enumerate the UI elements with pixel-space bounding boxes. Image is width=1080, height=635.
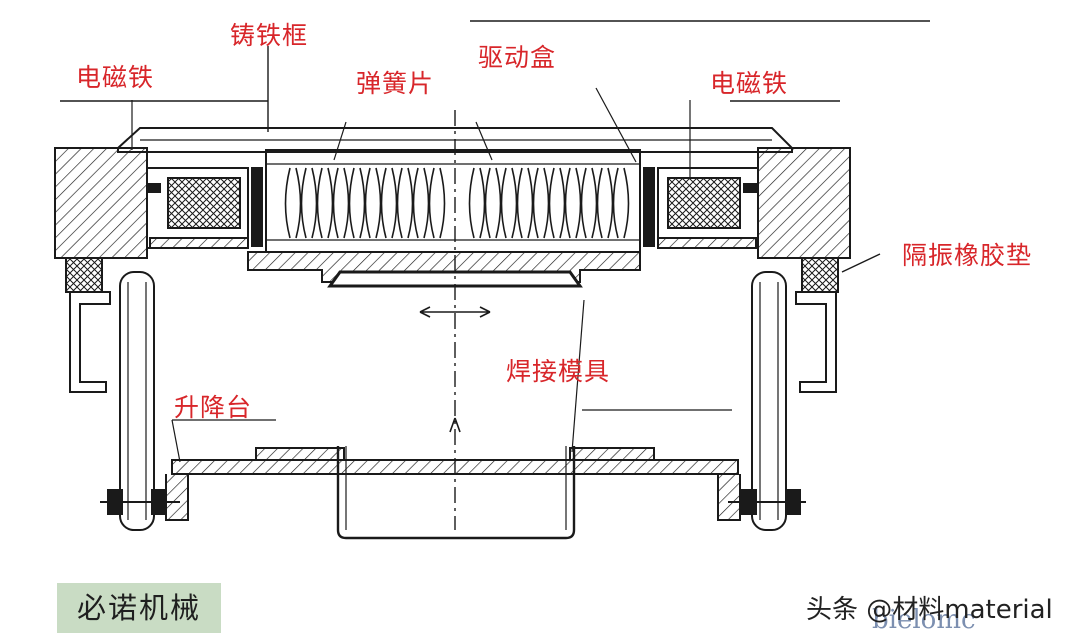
electromagnet-coil-right bbox=[667, 177, 741, 229]
bracket-left bbox=[69, 291, 111, 393]
label-spring-plate: 弹簧片 bbox=[356, 69, 435, 98]
spring-plates-right bbox=[468, 167, 630, 239]
brand-badge: 必诺机械 bbox=[57, 583, 221, 633]
guide-rod-right bbox=[751, 271, 787, 531]
frame-block-right bbox=[757, 147, 851, 259]
label-electromagnet-left: 电磁铁 bbox=[76, 63, 155, 92]
isolation-pad-right bbox=[801, 257, 839, 293]
welding-mold-lower bbox=[336, 446, 576, 540]
label-lifting-table: 升降台 bbox=[174, 393, 253, 422]
electromagnet-coil-left bbox=[167, 177, 241, 229]
label-welding-mold: 焊接模具 bbox=[506, 357, 611, 386]
watermark: 头条 @材料material bbox=[806, 595, 1053, 625]
label-cast-iron-frame: 铸铁框 bbox=[230, 21, 309, 50]
label-vibration-isolation-pad: 隔振橡胶垫 bbox=[902, 241, 1033, 270]
label-drive-box: 驱动盒 bbox=[478, 43, 557, 72]
bracket-right bbox=[795, 291, 837, 393]
watermark-secondary: bielomc bbox=[872, 605, 976, 635]
armature-right bbox=[643, 167, 655, 247]
horizontal-motion-arrow bbox=[419, 306, 491, 318]
isolation-pad-left bbox=[65, 257, 103, 293]
guide-rod-left bbox=[119, 271, 155, 531]
spring-plates-left bbox=[284, 167, 446, 239]
vertical-motion-arrow bbox=[449, 417, 461, 433]
armature-left bbox=[251, 167, 263, 247]
label-electromagnet-right: 电磁铁 bbox=[710, 69, 789, 98]
frame-block-left bbox=[54, 147, 148, 259]
